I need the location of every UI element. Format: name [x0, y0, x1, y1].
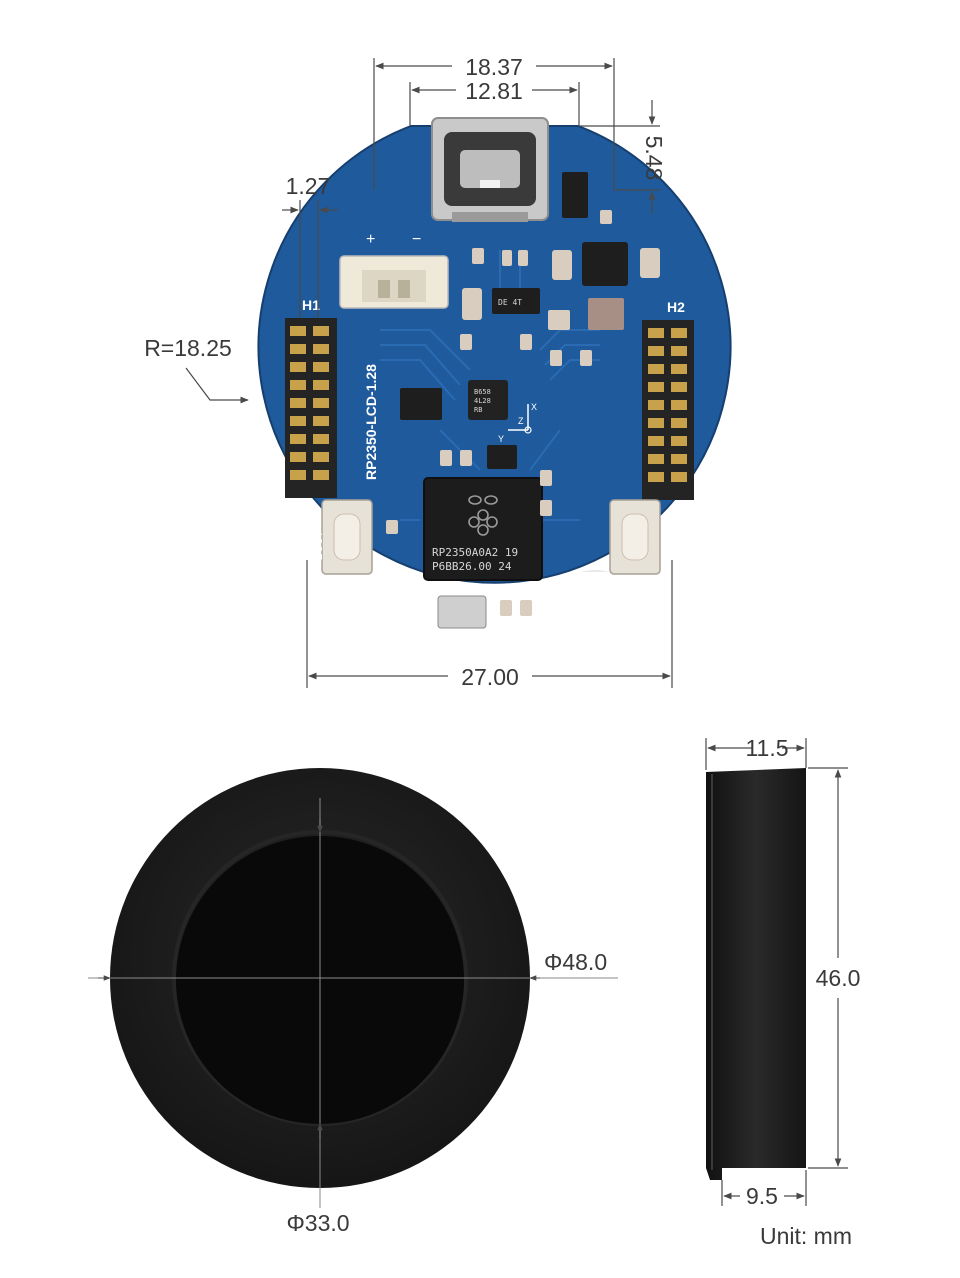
usb-c-connector — [431, 117, 549, 222]
boot-button-label: BOOT — [314, 531, 325, 560]
crystal-top — [588, 298, 624, 330]
imu-marking-line3: RB — [474, 406, 482, 414]
reset-button-label: RESET — [664, 527, 675, 560]
axis-x-label: X — [531, 402, 537, 412]
dim-pin-pitch: 1.27 — [286, 173, 331, 199]
battery-connector: + − — [339, 231, 449, 309]
dim-display-diameter: Φ33.0 — [286, 1210, 349, 1236]
header-h1: H1 — [285, 297, 337, 498]
board-name-label: RP2350-LCD-1.28 — [363, 364, 379, 480]
dim-board-radius: R=18.25 — [144, 335, 232, 361]
pcb-traces — [380, 250, 600, 521]
ic-mid — [487, 445, 517, 469]
diode — [562, 172, 588, 218]
boot-button: BOOT — [314, 499, 373, 575]
case-side-view — [706, 768, 806, 1180]
axis-z-label: Z — [518, 416, 524, 426]
ic-right — [582, 242, 628, 286]
header-h2-pins — [648, 328, 687, 482]
dim-case-outer-diameter: Φ48.0 — [544, 949, 607, 975]
dim-case-depth: 11.5 — [745, 735, 788, 761]
header-h1-pins — [290, 326, 329, 480]
header-h1-label: H1 — [302, 297, 320, 313]
dimension-lines-top — [185, 58, 673, 688]
chip-marking-line2: P6BB26.00 24 — [432, 560, 512, 573]
imu-marking-line2: 4L28 — [474, 397, 491, 405]
passive-components — [386, 210, 660, 616]
battery-plus-label: + — [366, 231, 375, 248]
dim-connector-offset: 5.48 — [641, 136, 667, 181]
pcb-outline — [257, 125, 732, 584]
dimension-lines-front — [88, 798, 618, 1208]
dim-top-inner-width: 12.81 — [465, 78, 523, 104]
dimension-lines-side — [705, 738, 848, 1206]
dim-case-height: 46.0 — [816, 965, 861, 991]
imu-marking-line1: B658 — [474, 388, 491, 396]
dim-top-outer-width: 18.37 — [465, 54, 523, 80]
chip-marking-line1: RP2350A0A2 19 — [432, 546, 518, 559]
dim-board-width: 27.00 — [461, 664, 519, 690]
dim-case-base-depth: 9.5 — [746, 1183, 778, 1209]
imu-chip: B658 4L28 RB — [468, 380, 508, 420]
crystal-bottom — [437, 595, 487, 629]
header-h2-label: H2 — [667, 299, 685, 315]
header-h2: H2 — [642, 299, 694, 500]
axis-y-label: Y — [498, 434, 504, 444]
battery-minus-label: − — [412, 231, 421, 248]
pcb-board: + − H1 — [257, 117, 732, 629]
unit-label: Unit: mm — [760, 1223, 852, 1249]
small-ic: DE 4T — [492, 288, 540, 314]
ic-left — [400, 388, 442, 420]
axis-indicator: X Y Z — [498, 402, 537, 444]
small-ic-marking: DE 4T — [498, 298, 522, 307]
rp2350-chip: RP2350A0A2 19 P6BB26.00 24 — [423, 477, 543, 581]
board-shine — [545, 570, 645, 572]
raspberry-logo-icon — [468, 495, 498, 536]
reset-button: RESET — [609, 499, 675, 575]
